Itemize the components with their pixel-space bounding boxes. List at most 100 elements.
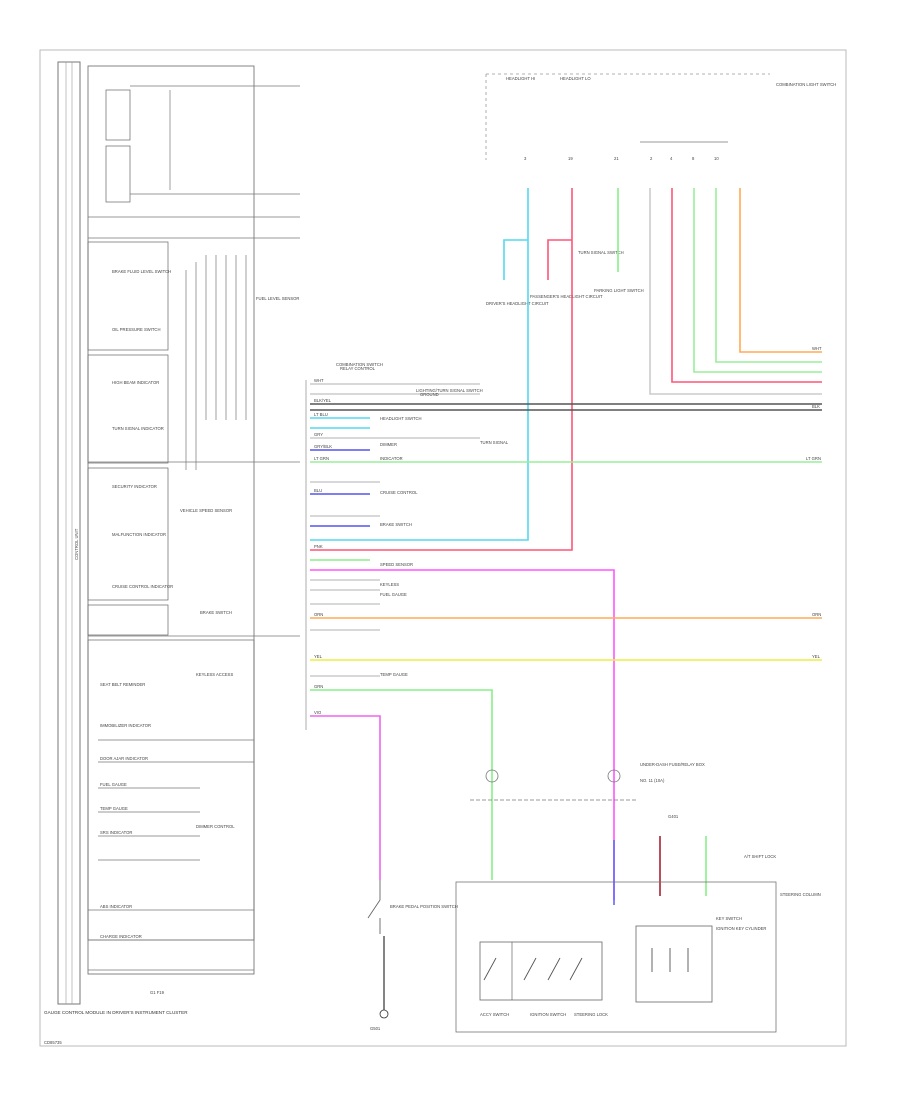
left-block-label: TEMP GAUGE bbox=[100, 806, 128, 811]
middle-label: FUEL LEVEL SENSOR bbox=[256, 296, 299, 301]
wire-label: BLU bbox=[314, 488, 322, 493]
left-block-label: CHARGE INDICATOR bbox=[100, 934, 142, 939]
middle-labels: FUEL LEVEL SENSOR VEHICLE SPEED SENSOR B… bbox=[180, 296, 299, 829]
middle-label: BRAKE SWITCH bbox=[200, 610, 232, 615]
wire-label: WHT bbox=[314, 378, 324, 383]
bottom-component-label: ACCY SWITCH bbox=[480, 1012, 509, 1017]
wire-label: YEL bbox=[314, 654, 323, 659]
wire-dest: CRUISE CONTROL bbox=[380, 490, 418, 495]
wire-label: VIO bbox=[314, 710, 322, 715]
brake-switch-label: BRAKE PEDAL POSITION SWITCH bbox=[390, 904, 458, 909]
wire-label: LT BLU bbox=[314, 412, 328, 417]
left-block-label: SEAT BELT REMINDER bbox=[100, 682, 145, 687]
center-gray-wires bbox=[305, 380, 480, 730]
diagram-frame bbox=[39, 49, 847, 1047]
wire-white bbox=[649, 188, 822, 395]
wire-pink-branch bbox=[547, 239, 572, 280]
bottom-component-label: STEERING LOCK bbox=[574, 1012, 608, 1017]
wire-label: GRY/BLK bbox=[314, 444, 332, 449]
colored-wires bbox=[310, 188, 822, 905]
combination-light-switch: COMBINATION LIGHT SWITCH HEADLIGHT HI HE… bbox=[485, 73, 836, 160]
right-edge-label: ORN bbox=[812, 612, 821, 617]
left-block-label: SECURITY INDICATOR bbox=[112, 484, 157, 489]
wire-dest: DIMMER bbox=[380, 442, 397, 447]
wire-dest: FUEL GAUGE bbox=[380, 592, 407, 597]
left-block-label: ABS INDICATOR bbox=[100, 904, 132, 909]
wire-dest: KEYLESS bbox=[380, 582, 399, 587]
bottom-component-label: IGNITION SWITCH bbox=[530, 1012, 566, 1017]
pin-label: 10 bbox=[714, 156, 719, 161]
pin-label: 21 bbox=[614, 156, 619, 161]
wire-dest: TURN SIGNAL bbox=[480, 440, 509, 445]
module-bottom-label: GAUGE CONTROL MODULE IN DRIVER'S INSTRUM… bbox=[44, 1010, 188, 1015]
right-edge-label: WHT bbox=[812, 346, 822, 351]
pin-label: 19 bbox=[568, 156, 573, 161]
key-switch-label: KEY SWITCH bbox=[716, 916, 742, 921]
top-connector-label: PARKING LIGHT SWITCH bbox=[594, 288, 644, 293]
wire-label: BLK/YEL bbox=[314, 398, 332, 403]
left-block-label: TURN SIGNAL INDICATOR bbox=[112, 426, 164, 431]
right-edge-label: BLK bbox=[812, 404, 820, 409]
top-connectors: DRIVER'S HEADLIGHT CIRCUIT PASSENGER'S H… bbox=[486, 250, 644, 306]
steering-column-box: STEERING COLUMN ACCY SWITCH IGNITION SWI… bbox=[455, 814, 821, 1033]
steering-column-title: STEERING COLUMN bbox=[780, 892, 821, 897]
top-right-ref: HEADLIGHT LO bbox=[560, 76, 591, 81]
wire-green-bottom bbox=[310, 689, 493, 880]
combination-switch: COMBINATION SWITCH LIGHTING/TURN SIGNAL … bbox=[336, 362, 483, 393]
wire-dest: SPEED SENSOR bbox=[380, 562, 413, 567]
brake-switch: BRAKE PEDAL POSITION SWITCH G501 bbox=[367, 880, 458, 1031]
left-internal-blocks bbox=[87, 89, 255, 941]
wire-cyan-branch bbox=[503, 239, 528, 280]
middle-label: DIMMER CONTROL bbox=[196, 824, 235, 829]
left-bus-lines bbox=[88, 85, 300, 971]
left-block-label: SRS INDICATOR bbox=[100, 830, 132, 835]
pin-label: 2 bbox=[650, 156, 653, 161]
ground-label: G401 bbox=[668, 814, 679, 819]
left-block-label: IMMOBILIZER INDICATOR bbox=[100, 723, 151, 728]
top-connector-label: TURN SIGNAL SWITCH bbox=[578, 250, 624, 255]
right-edge-label: YEL bbox=[812, 654, 821, 659]
wire-dest: BRAKE SWITCH bbox=[380, 522, 412, 527]
key-switch-detail: IGNITION KEY CYLINDER bbox=[716, 926, 766, 931]
fuse-block: UNDER-DASH FUSE/RELAY BOX NO. 11 (10A) bbox=[470, 762, 705, 801]
left-vertical-stubs bbox=[169, 90, 247, 470]
center-wire-labels: WHT RELAY CONTROL BLK/YEL GROUND LT BLU … bbox=[314, 366, 509, 715]
left-block-label: CRUISE CONTROL INDICATOR bbox=[112, 584, 173, 589]
wire-orange bbox=[739, 188, 822, 353]
pin-label: 3 bbox=[524, 156, 527, 161]
wire-dest: INDICATOR bbox=[380, 456, 403, 461]
wire-label: GRN bbox=[314, 684, 323, 689]
right-edge-labels: WHT BLK LT GRN ORN YEL bbox=[806, 346, 822, 659]
module-side-label: CONTROL UNIT bbox=[74, 528, 79, 560]
right-note: A/T SHIFT LOCK bbox=[744, 854, 776, 859]
fuse-block-detail: NO. 11 (10A) bbox=[640, 778, 665, 783]
left-block-label: FUEL GAUGE bbox=[100, 782, 127, 787]
wire-cyan bbox=[310, 188, 529, 541]
wire-violet bbox=[310, 715, 381, 880]
wire-dest: RELAY CONTROL bbox=[340, 366, 376, 371]
top-connector-label: DRIVER'S HEADLIGHT CIRCUIT bbox=[486, 301, 549, 306]
left-block-label: OIL PRESSURE SWITCH bbox=[112, 327, 160, 332]
wire-dest: TEMP GAUGE bbox=[380, 672, 408, 677]
middle-label: VEHICLE SPEED SENSOR bbox=[180, 508, 232, 513]
top-right-pins: 3 19 21 2 4 8 10 bbox=[524, 156, 719, 161]
wire-green-2 bbox=[693, 188, 822, 373]
left-block-label: MALFUNCTION INDICATOR bbox=[112, 532, 166, 537]
wire-label: LT GRN bbox=[314, 456, 329, 461]
wire-dest: HEADLIGHT SWITCH bbox=[380, 416, 422, 421]
left-block-labels: BRAKE FLUID LEVEL SWITCH OIL PRESSURE SW… bbox=[100, 269, 173, 939]
wire-label: ORN bbox=[314, 612, 323, 617]
middle-label: KEYLESS ACCESS bbox=[196, 672, 233, 677]
top-right-component-label: COMBINATION LIGHT SWITCH bbox=[776, 82, 836, 87]
left-block-label: HIGH BEAM INDICATOR bbox=[112, 380, 159, 385]
pin-label: 4 bbox=[670, 156, 673, 161]
wire-label: PNK bbox=[314, 544, 323, 549]
wire-red bbox=[671, 188, 822, 383]
brake-ground-label: G501 bbox=[370, 1026, 381, 1031]
wire-magenta bbox=[310, 569, 615, 900]
wire-green-3 bbox=[715, 188, 822, 363]
footer-code: CD85735 bbox=[44, 1040, 62, 1045]
combination-switch-label: COMBINATION SWITCH bbox=[336, 362, 383, 367]
top-connector-label: PASSENGER'S HEADLIGHT CIRCUIT bbox=[530, 294, 603, 299]
